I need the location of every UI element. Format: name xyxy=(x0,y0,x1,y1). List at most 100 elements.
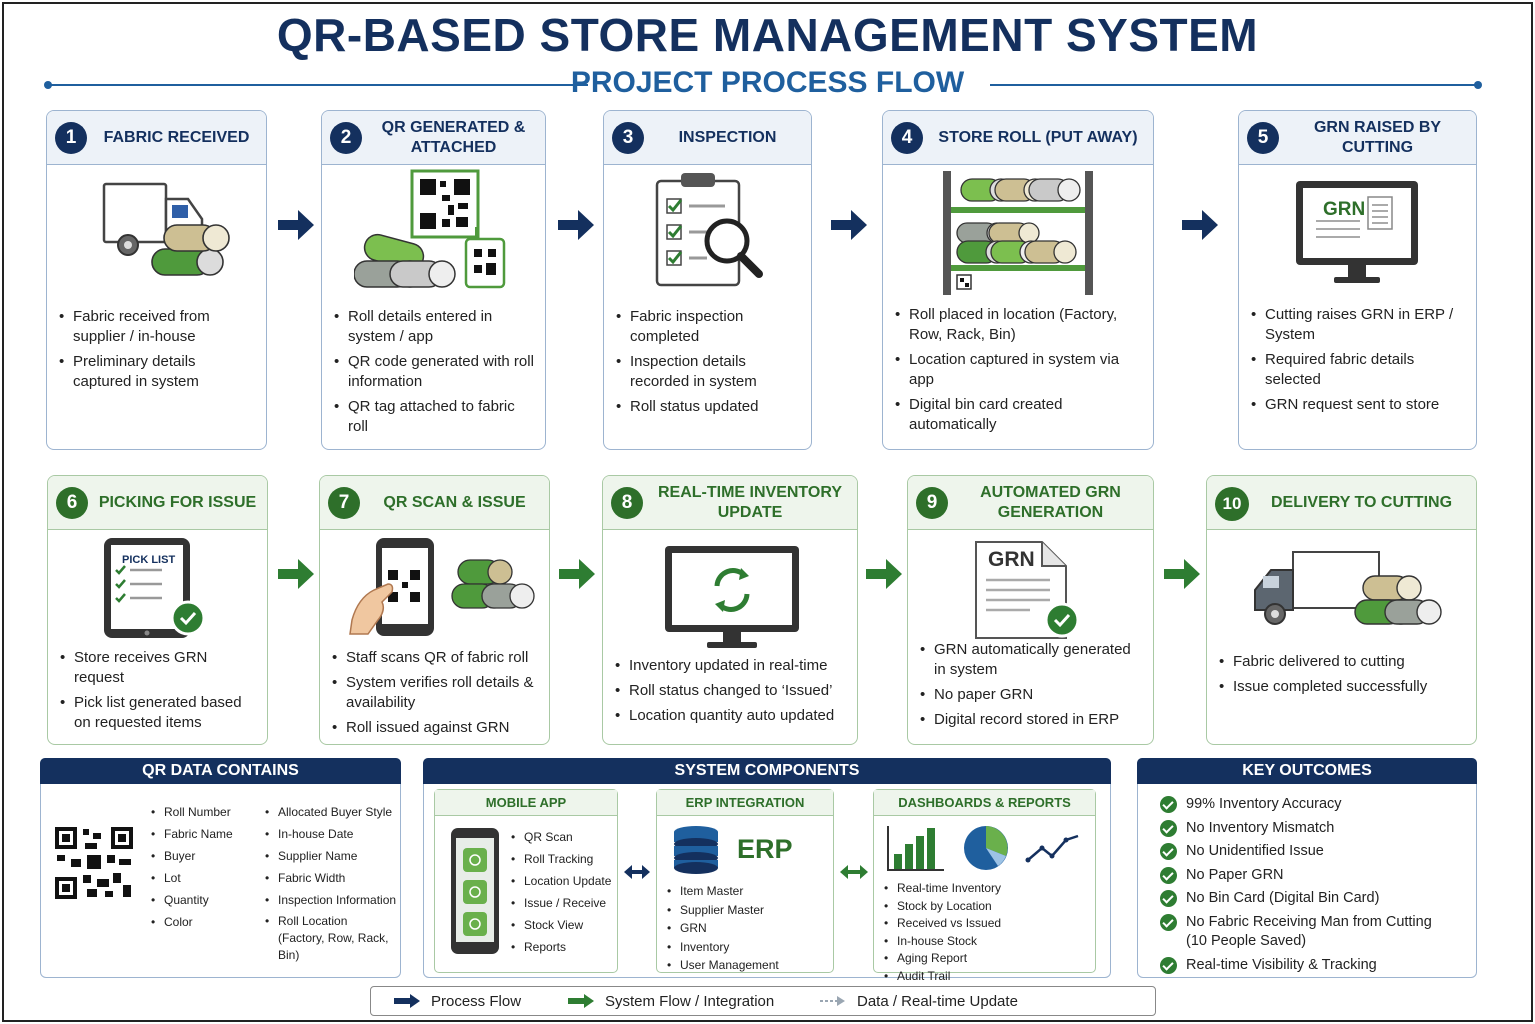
bullet: Roll issued against GRN xyxy=(332,718,541,738)
list-item: Real-time Inventory xyxy=(884,880,1001,898)
bullet: Roll status changed to ‘Issued’ xyxy=(615,681,849,701)
list-item: Lot xyxy=(151,869,233,888)
step-bullets: Roll placed in location (Factory, Row, R… xyxy=(895,305,1145,440)
step-bullets: Store receives GRN request Pick list gen… xyxy=(60,648,259,738)
step-title: PICKING FOR ISSUE xyxy=(98,494,257,511)
sub-panel-title: DASHBOARDS & REPORTS xyxy=(874,790,1095,816)
list-item: Issue / Receive xyxy=(511,892,611,914)
sub-panel-title: MOBILE APP xyxy=(435,790,617,816)
step-number: 1 xyxy=(55,122,87,154)
bullet: QR code generated with roll information xyxy=(334,352,537,392)
step-number: 3 xyxy=(612,122,644,154)
process-arrow-icon xyxy=(1182,210,1218,240)
list-item: In-house Date xyxy=(265,825,397,844)
qr-data-list-2: Allocated Buyer Style In-house Date Supp… xyxy=(265,803,397,964)
bullet: Store receives GRN request xyxy=(60,648,259,688)
list-item: Fabric Name xyxy=(151,825,233,844)
step-bullets: GRN automatically generated in system No… xyxy=(920,640,1145,735)
step-header: 3 INSPECTION xyxy=(604,111,811,165)
outcome-text: No Bin Card (Digital Bin Card) xyxy=(1186,890,1380,907)
outcome-item: Real-time Visibility & Tracking xyxy=(1160,956,1440,975)
page-subtitle: PROJECT PROCESS FLOW xyxy=(570,66,965,99)
list-item: Fabric Width xyxy=(265,869,397,888)
outcome-item: 99% Inventory Accuracy xyxy=(1160,795,1440,814)
process-arrow-icon xyxy=(558,210,594,240)
check-icon xyxy=(1160,956,1177,974)
step-card-6: 6 PICKING FOR ISSUE PICK LIST Store rece… xyxy=(47,475,268,745)
outcome-item: No Bin Card (Digital Bin Card) xyxy=(1160,889,1440,908)
system-flow-arrow-icon xyxy=(559,559,595,589)
outcome-text: No Paper GRN xyxy=(1186,866,1284,883)
step-card-5: 5 GRN RAISED BY CUTTING GRN Cutting rais… xyxy=(1238,110,1477,450)
subtitle-dot-right xyxy=(1474,81,1482,89)
erp-label: ERP xyxy=(737,834,793,864)
legend-item-system: System Flow / Integration xyxy=(567,987,774,1015)
legend: Process Flow System Flow / Integration D… xyxy=(370,986,1156,1016)
step-bullets: Staff scans QR of fabric roll System ver… xyxy=(332,648,541,743)
truck-icon xyxy=(47,169,266,301)
check-icon xyxy=(1160,890,1177,908)
step-bullets: Cutting raises GRN in ERP / System Requi… xyxy=(1251,305,1468,420)
list-item: In-house Stock xyxy=(884,933,1001,951)
panel-title: KEY OUTCOMES xyxy=(1137,758,1477,784)
system-flow-arrow-icon xyxy=(278,559,314,589)
list-item: QR Scan xyxy=(511,826,611,848)
bullet: Roll placed in location (Factory, Row, R… xyxy=(895,305,1145,345)
process-arrow-icon xyxy=(394,994,420,1008)
list-item: GRN xyxy=(667,919,779,938)
pick-list-label: PICK LIST xyxy=(122,554,176,566)
step-number: 10 xyxy=(1215,487,1249,521)
mobile-app-list: QR Scan Roll Tracking Location Update Is… xyxy=(511,826,611,958)
storage-rack-icon xyxy=(883,169,1153,301)
bullet: Inventory updated in real-time xyxy=(615,656,849,676)
list-item: Roll Number xyxy=(151,803,233,822)
step-card-4: 4 STORE ROLL (PUT AWAY) Roll placed in l… xyxy=(882,110,1154,450)
outcome-text: No Inventory Mismatch xyxy=(1186,819,1335,836)
clipboard-magnifier-icon xyxy=(604,169,811,301)
step-header: 10 DELIVERY TO CUTTING xyxy=(1207,476,1476,530)
step-card-2: 2 QR GENERATED & ATTACHED Roll details e… xyxy=(321,110,546,450)
list-item: Received vs Issued xyxy=(884,915,1001,933)
step-card-10: 10 DELIVERY TO CUTTING Fabric delivered … xyxy=(1206,475,1477,745)
list-item: Inventory xyxy=(667,938,779,957)
dashboards-reports-panel: DASHBOARDS & REPORTS Real-time Inventory… xyxy=(873,789,1096,985)
phone-scan-icon xyxy=(320,534,549,666)
bullet: Digital bin card created automatically xyxy=(895,395,1145,435)
bullet: GRN request sent to store xyxy=(1251,395,1468,415)
step-header: 7 QR SCAN & ISSUE xyxy=(320,476,549,530)
bullet: Roll status updated xyxy=(616,397,803,417)
mobile-phone-icon xyxy=(451,828,499,954)
list-item: Supplier Name xyxy=(265,847,397,866)
bullet: System verifies roll details & availabil… xyxy=(332,673,541,713)
panel-title: SYSTEM COMPONENTS xyxy=(423,758,1111,784)
bullet: Location captured in system via app xyxy=(895,350,1145,390)
bullet: Required fabric details selected xyxy=(1251,350,1468,390)
delivery-truck-icon xyxy=(1207,534,1476,666)
bullet: Preliminary details captured in system xyxy=(59,352,258,392)
list-item: Inspection Information xyxy=(265,891,397,910)
outcomes-list: 99% Inventory Accuracy No Inventory Mism… xyxy=(1160,795,1440,979)
list-item: Roll Tracking xyxy=(511,848,611,870)
step-card-9: 9 AUTOMATED GRN GENERATION GRN GRN autom… xyxy=(907,475,1154,745)
bullet: Location quantity auto updated xyxy=(615,706,849,726)
mobile-app-panel: MOBILE APP QR Scan Roll Tracking Locatio… xyxy=(434,789,618,973)
legend-item-process: Process Flow xyxy=(393,987,521,1015)
step-title: FABRIC RECEIVED xyxy=(103,129,250,146)
step-header: 1 FABRIC RECEIVED xyxy=(47,111,266,165)
check-icon xyxy=(1160,843,1177,861)
subtitle-line-left xyxy=(48,84,588,86)
subtitle-line-right xyxy=(990,84,1478,86)
list-item: Buyer xyxy=(151,847,233,866)
step-title: REAL-TIME INVENTORY UPDATE xyxy=(657,484,842,521)
sub-panel-title: ERP INTEGRATION xyxy=(657,790,833,816)
step-number: 2 xyxy=(330,122,362,154)
erp-integration-list: Item Master Supplier Master GRN Inventor… xyxy=(667,882,779,975)
step-card-3: 3 INSPECTION Fabric inspection completed… xyxy=(603,110,812,450)
step-number: 5 xyxy=(1247,122,1279,154)
step-bullets: Fabric received from supplier / in-house… xyxy=(59,307,258,397)
step-header: 4 STORE ROLL (PUT AWAY) xyxy=(883,111,1153,165)
qr-data-list-1: Roll Number Fabric Name Buyer Lot Quanti… xyxy=(151,803,233,932)
step-header: 8 REAL-TIME INVENTORY UPDATE xyxy=(603,476,857,530)
step-bullets: Inventory updated in real-time Roll stat… xyxy=(615,656,849,731)
outcome-item: No Inventory Mismatch xyxy=(1160,819,1440,838)
